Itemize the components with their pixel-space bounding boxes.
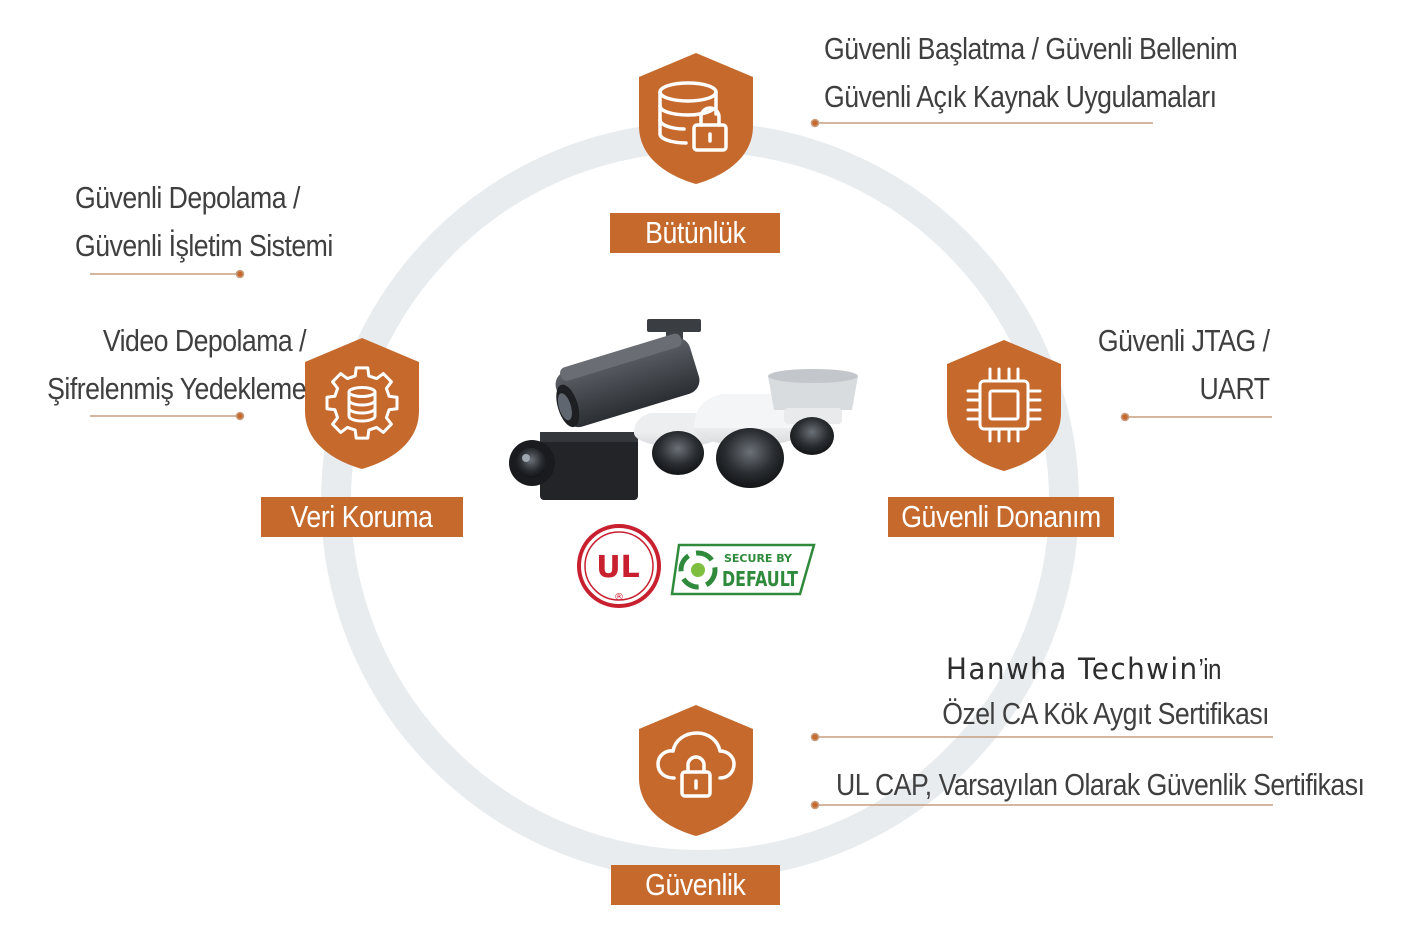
callout-line: Güvenli İşletim Sistemi — [75, 228, 333, 263]
pillar-label-text: Güvenlik — [645, 867, 746, 902]
leader-dot-ulcap — [810, 800, 820, 810]
pillar-security-shield — [639, 705, 753, 836]
callout-line: Güvenli Depolama / — [75, 180, 300, 215]
ul-certification-badge: UL ® — [577, 524, 661, 608]
pillar-label-text: Güvenli Donanım — [901, 499, 1101, 534]
callout-line: Şifrelenmiş Yedekleme — [47, 371, 306, 406]
callout-jtag: Güvenli JTAG / UART — [1097, 317, 1269, 413]
callout-line: Güvenli Başlatma / Güvenli Bellenim — [824, 31, 1238, 66]
camera-products — [509, 319, 858, 500]
pillar-label-text: Veri Koruma — [291, 499, 433, 534]
secure-by-text: SECURE BY — [724, 552, 793, 565]
pillar-data-shield — [305, 338, 419, 469]
callout-ulcap: UL CAP, Varsayılan Olarak Güvenlik Serti… — [836, 761, 1365, 809]
pillar-label-hardware: Güvenli Donanım — [888, 497, 1114, 537]
microchip-icon — [966, 367, 1042, 443]
leader-dot-jtag — [1120, 412, 1130, 422]
callout-video: Video Depolama / Şifrelenmiş Yedekleme — [47, 317, 306, 413]
callout-integrity: Güvenli Başlatma / Güvenli Bellenim Güve… — [824, 25, 1238, 121]
database-lock-icon — [658, 81, 728, 152]
leader-dot-integrity — [810, 118, 820, 128]
leader-dot-storage — [235, 269, 245, 279]
pillar-hardware-shield — [947, 340, 1061, 471]
gear-database-icon — [325, 366, 399, 440]
callout-certificate: Özel CA Kök Aygıt Sertifikası — [942, 690, 1269, 738]
callout-line: Güvenli JTAG / — [1097, 323, 1269, 358]
pillar-label-integrity: Bütünlük — [610, 213, 780, 253]
pillar-label-text: Bütünlük — [644, 215, 746, 250]
leader-dot-video — [235, 411, 245, 421]
pillar-integrity-shield — [639, 53, 753, 184]
callout-line: Özel CA Kök Aygıt Sertifikası — [942, 696, 1269, 731]
secure-by-default-badge: SECURE BY DEFAULT — [670, 543, 816, 596]
leader-dot-certificate — [810, 732, 820, 742]
leader-lines — [90, 118, 1273, 810]
hanwha-techwin-brand: Hanwha Techwin’in — [946, 652, 1225, 687]
brand-name: Hanwha Techwin — [946, 652, 1199, 686]
callout-line: Güvenli Açık Kaynak Uygulamaları — [824, 79, 1217, 114]
default-text: DEFAULT — [722, 567, 798, 591]
callout-storage: Güvenli Depolama / Güvenli İşletim Siste… — [75, 174, 333, 270]
brand-suffix: ’in — [1198, 654, 1222, 686]
pillar-label-security: Güvenlik — [611, 865, 780, 905]
cloud-lock-icon — [656, 731, 736, 798]
pillar-label-data: Veri Koruma — [261, 497, 463, 537]
callout-line: Video Depolama / — [102, 323, 307, 358]
ul-registered-mark: ® — [614, 592, 624, 603]
callout-line: UART — [1198, 371, 1270, 406]
callout-line: UL CAP, Varsayılan Olarak Güvenlik Serti… — [836, 767, 1365, 802]
ul-mark: UL — [596, 550, 639, 585]
